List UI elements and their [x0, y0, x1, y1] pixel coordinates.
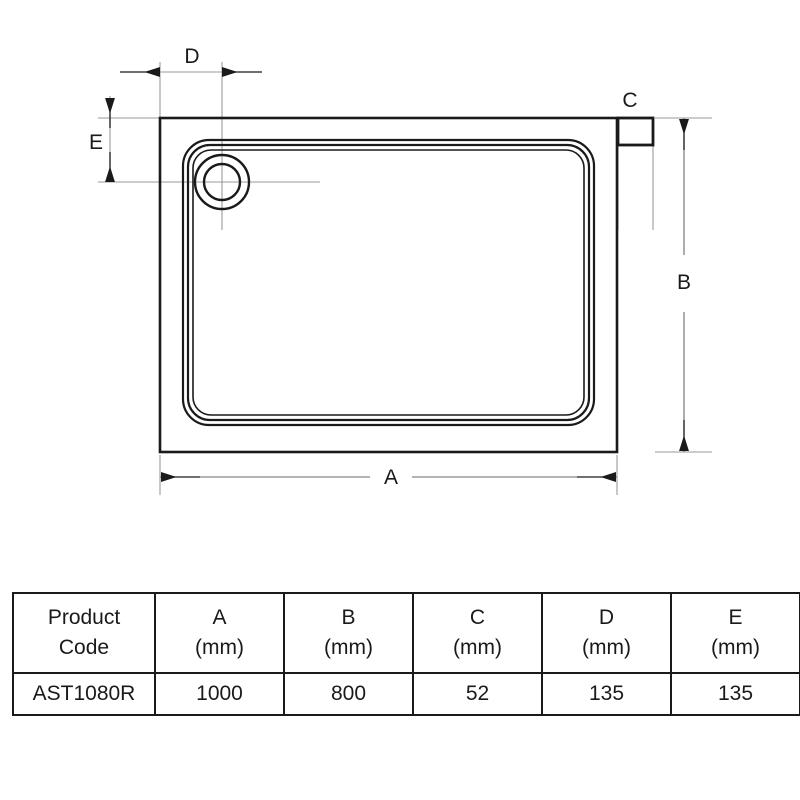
c-thickness-detail-block: [616, 116, 655, 147]
table-header-a: A (mm): [154, 592, 285, 674]
tray-outer-outline: [158, 116, 619, 454]
header-line-2: (mm): [453, 636, 502, 659]
cell-d: 135: [541, 672, 672, 716]
header-line-2: (mm): [195, 636, 244, 659]
specification-table: Product Code A (mm) B (mm) C (mm): [12, 592, 800, 716]
spec-table-container: Product Code A (mm) B (mm) C (mm): [12, 592, 800, 716]
header-line-1: D: [598, 605, 615, 629]
tray-rim-inner: [186, 143, 591, 422]
table-header-c: C (mm): [412, 592, 543, 674]
cell-b: 800: [283, 672, 414, 716]
table-header-row: Product Code A (mm) B (mm) C (mm): [12, 592, 800, 674]
table-row: AST1080R 1000 800 52 135 135: [12, 672, 800, 716]
table-header-product-code: Product Code: [12, 592, 156, 674]
header-line-2: (mm): [582, 636, 631, 659]
waste-outlet-outer-circle: [193, 153, 251, 211]
header-line-2: Code: [58, 636, 110, 659]
table-header-d: D (mm): [541, 592, 672, 674]
header-line-2: (mm): [711, 636, 760, 659]
cell-c: 52: [412, 672, 543, 716]
dimension-label-e: E: [88, 131, 103, 154]
table-header-b: B (mm): [283, 592, 414, 674]
dimension-label-a: A: [383, 466, 398, 489]
tray-rim-inner-2: [192, 149, 585, 416]
cell-e: 135: [670, 672, 800, 716]
header-line-1: C: [469, 605, 486, 629]
waste-outlet-inner-circle: [202, 162, 242, 202]
shower-tray-drawing: [98, 62, 712, 495]
cell-a: 1000: [154, 672, 285, 716]
header-line-1: A: [212, 605, 227, 629]
header-line-2: (mm): [324, 636, 373, 659]
cell-product-code: AST1080R: [12, 672, 156, 716]
header-line-1: E: [728, 605, 743, 629]
header-line-1: Product: [47, 605, 121, 629]
table-header-e: E (mm): [670, 592, 800, 674]
header-line-1: B: [341, 605, 356, 629]
dimension-label-c: C: [622, 89, 638, 112]
tray-rim-outer: [181, 138, 596, 427]
dimension-label-d: D: [184, 45, 200, 68]
dimension-label-b: B: [676, 271, 691, 294]
